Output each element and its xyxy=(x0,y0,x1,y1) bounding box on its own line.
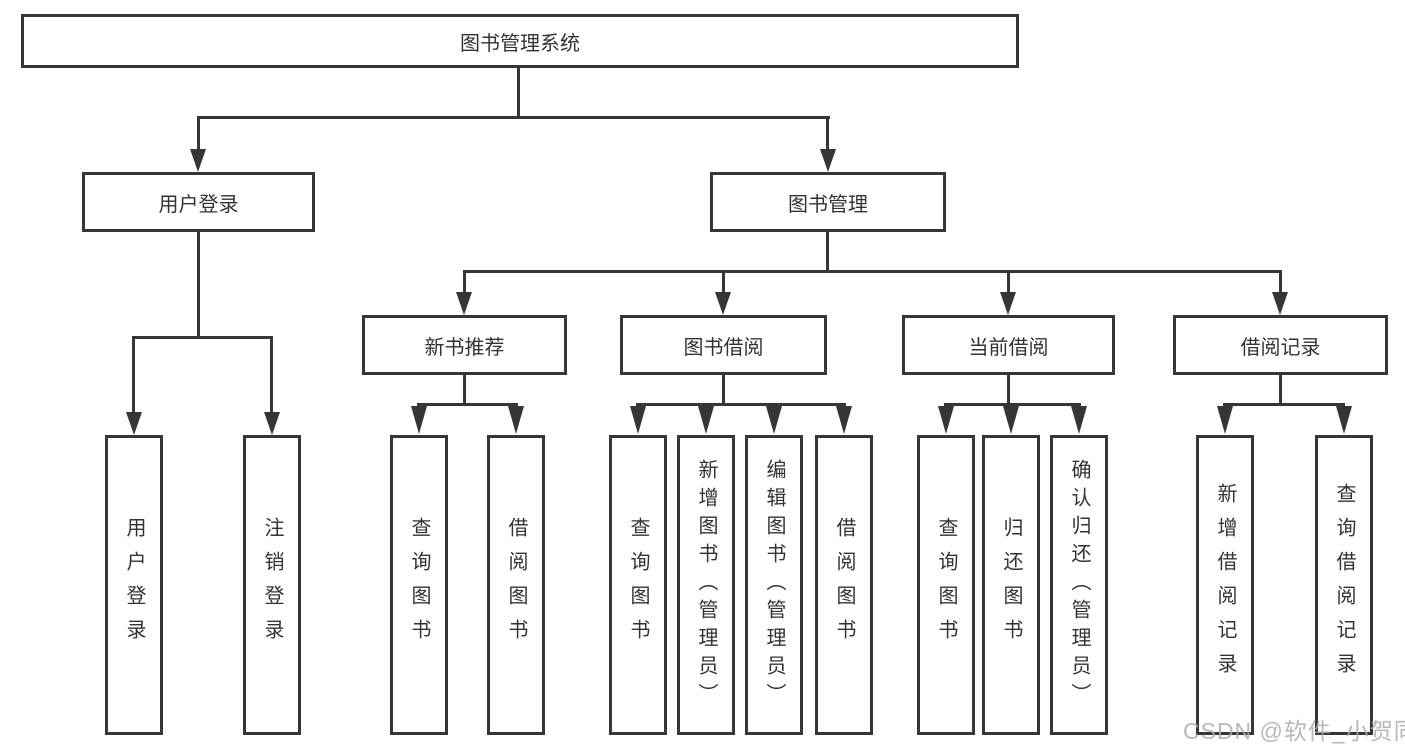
connector-line xyxy=(132,336,273,339)
connector-line xyxy=(463,270,1282,273)
connector-line xyxy=(417,403,518,406)
node-leaf-return-books: 归还图书 xyxy=(982,435,1040,735)
arrow-down-icon xyxy=(190,149,206,172)
connector-line xyxy=(197,116,200,152)
connector-line xyxy=(1223,403,1345,406)
connector-line xyxy=(132,336,135,413)
arrow-down-icon xyxy=(1336,406,1352,434)
node-leaf-add-borrow-record: 新增借阅记录 xyxy=(1196,435,1254,735)
node-leaf-query-books-2: 查询图书 xyxy=(609,435,667,735)
arrow-down-icon xyxy=(126,412,142,435)
arrow-down-icon xyxy=(1272,292,1288,315)
node-leaf-borrow-books-1: 借阅图书 xyxy=(487,435,545,735)
connector-line xyxy=(197,116,830,119)
arrow-down-icon xyxy=(508,406,524,434)
arrow-down-icon xyxy=(1000,292,1016,315)
connector-line xyxy=(1279,270,1282,294)
arrow-down-icon xyxy=(630,406,646,434)
connector-line xyxy=(826,116,829,152)
node-leaf-query-books-3: 查询图书 xyxy=(917,435,975,735)
node-leaf-query-borrow-record: 查询借阅记录 xyxy=(1315,435,1373,735)
node-book-management: 图书管理 xyxy=(710,172,946,232)
node-leaf-user-login: 用户登录 xyxy=(105,435,163,735)
node-root: 图书管理系统 xyxy=(21,14,1019,68)
connector-line xyxy=(636,403,846,406)
connector-line xyxy=(517,68,520,119)
connector-line xyxy=(1007,270,1010,294)
connector-line xyxy=(463,270,466,294)
arrow-down-icon xyxy=(1071,406,1087,434)
arrow-down-icon xyxy=(715,292,731,315)
arrow-down-icon xyxy=(938,406,954,434)
node-book-borrowing: 图书借阅 xyxy=(620,315,827,375)
node-user-login: 用户登录 xyxy=(82,172,315,232)
connector-line xyxy=(944,403,1081,406)
node-leaf-confirm-return-admin: 确认归还（管理员） xyxy=(1050,435,1108,735)
arrow-down-icon xyxy=(1003,406,1019,434)
node-new-book-recommend: 新书推荐 xyxy=(362,315,567,375)
node-leaf-query-books-1: 查询图书 xyxy=(390,435,448,735)
connector-line xyxy=(722,270,725,294)
arrow-down-icon xyxy=(411,406,427,434)
node-current-borrowing: 当前借阅 xyxy=(902,315,1115,375)
arrow-down-icon xyxy=(456,292,472,315)
connector-line xyxy=(1279,375,1282,406)
connector-line xyxy=(197,232,200,339)
connector-line xyxy=(722,375,725,406)
arrow-down-icon xyxy=(698,406,714,434)
csdn-watermark: CSDN @软件_小贺同学 xyxy=(1183,718,1405,744)
connector-line xyxy=(1007,375,1010,406)
arrow-down-icon xyxy=(836,406,852,434)
connector-line xyxy=(270,336,273,413)
arrow-down-icon xyxy=(820,149,836,172)
connector-line xyxy=(463,375,466,406)
arrow-down-icon xyxy=(1217,406,1233,434)
node-borrow-records: 借阅记录 xyxy=(1173,315,1388,375)
node-leaf-borrow-books-2: 借阅图书 xyxy=(815,435,873,735)
connector-line xyxy=(826,232,829,273)
arrow-down-icon xyxy=(766,406,782,434)
node-leaf-logout: 注销登录 xyxy=(243,435,301,735)
arrow-down-icon xyxy=(264,412,280,435)
node-leaf-edit-books-admin: 编辑图书（管理员） xyxy=(745,435,803,735)
node-leaf-add-books-admin: 新增图书（管理员） xyxy=(677,435,735,735)
